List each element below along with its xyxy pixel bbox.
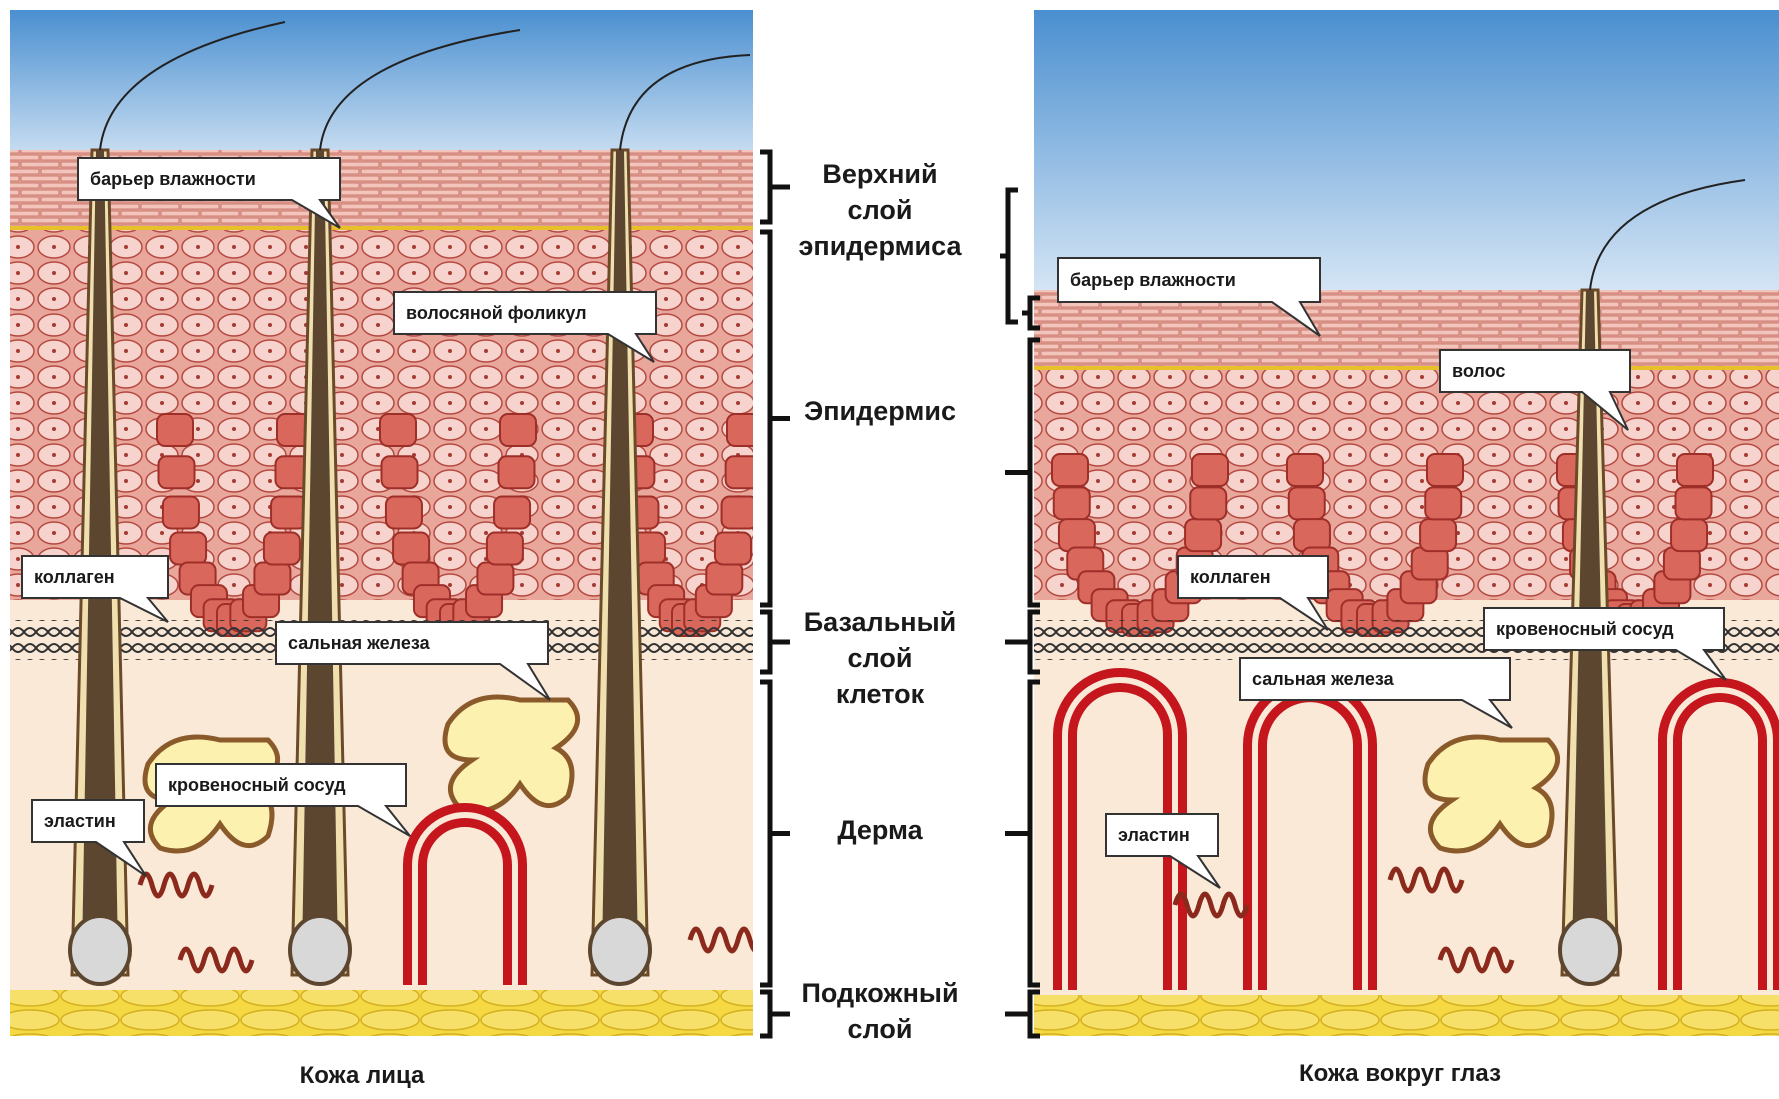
hair-bulb — [1560, 916, 1620, 984]
label-upper-epidermis: Верхний слой эпидермиса — [770, 156, 990, 264]
layer-bracket — [1000, 190, 1018, 322]
basal-cell — [163, 496, 199, 528]
basal-cell — [722, 496, 758, 528]
basal-cell — [494, 496, 530, 528]
basal-cell — [1185, 519, 1221, 551]
basal-cell — [487, 532, 523, 564]
callout-label: сальная железа — [288, 633, 431, 653]
basal-cell — [1192, 454, 1228, 486]
callout-label: эластин — [44, 811, 116, 831]
right-skin-panel — [1034, 10, 1779, 1036]
basal-cell — [706, 563, 742, 595]
basal-cell — [1677, 454, 1713, 486]
basal-cell — [500, 414, 536, 446]
callout-label: барьер влажности — [90, 169, 256, 189]
callout-label: кровеносный сосуд — [168, 775, 346, 795]
basal-cell — [393, 532, 429, 564]
basal-cell — [726, 456, 762, 488]
callout-label: сальная железа — [1252, 669, 1395, 689]
label-basal-layer: Базальный слой клеток — [770, 604, 990, 712]
caption-eye-skin: Кожа вокруг глаз — [1210, 1060, 1590, 1088]
subcutaneous-fat — [10, 990, 753, 1036]
sebaceous-gland — [1425, 737, 1558, 851]
basal-cell — [1420, 519, 1456, 551]
callout-label: волос — [1452, 361, 1505, 381]
basal-cell — [382, 456, 418, 488]
basal-cell — [380, 414, 416, 446]
callout-label: коллаген — [1190, 567, 1271, 587]
callout-label: волосяной фоликул — [406, 303, 587, 323]
hair-bulb — [70, 916, 130, 984]
basal-cell — [157, 414, 193, 446]
basal-cell — [1054, 487, 1090, 519]
hair-bulb — [590, 916, 650, 984]
callout-label: кровеносный сосуд — [1496, 619, 1674, 639]
basal-cell — [264, 532, 300, 564]
basal-cell — [254, 563, 290, 595]
caption-face-skin: Кожа лица — [182, 1062, 542, 1090]
basal-cell — [1425, 487, 1461, 519]
label-subcutaneous: Подкожный слой — [770, 975, 990, 1047]
basal-cell — [477, 563, 513, 595]
basal-cell — [1412, 548, 1448, 580]
subcutaneous-fat — [1034, 995, 1779, 1036]
basal-cell — [1427, 454, 1463, 486]
hair-bulb — [290, 916, 350, 984]
basal-cell — [1664, 548, 1700, 580]
basal-cell — [1675, 487, 1711, 519]
layer-brackets — [760, 152, 1040, 1036]
basal-cell — [1059, 519, 1095, 551]
basal-cell — [159, 456, 195, 488]
sebaceous-gland — [445, 697, 578, 811]
basal-cell — [715, 532, 751, 564]
basal-cell — [498, 456, 534, 488]
basal-cell — [727, 414, 763, 446]
basal-cell — [1289, 487, 1325, 519]
basal-cell — [1294, 519, 1330, 551]
callout-label: коллаген — [34, 567, 115, 587]
basal-cell — [1287, 454, 1323, 486]
basal-cell — [1052, 454, 1088, 486]
basal-cell — [1190, 487, 1226, 519]
label-dermis: Дерма — [770, 812, 990, 848]
basal-cell — [1671, 519, 1707, 551]
callout-label: барьер влажности — [1070, 270, 1236, 290]
callout-label: эластин — [1118, 825, 1190, 845]
label-epidermis: Эпидермис — [770, 393, 990, 429]
basal-cell — [170, 532, 206, 564]
basal-cell — [386, 496, 422, 528]
